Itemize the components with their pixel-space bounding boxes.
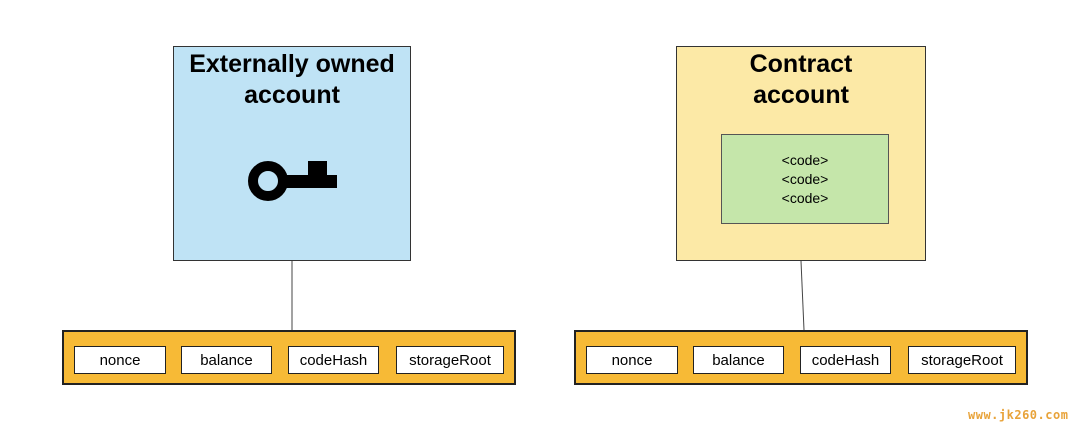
field-storageroot: storageRoot	[908, 346, 1016, 374]
field-codehash: codeHash	[800, 346, 891, 374]
contract-box: Contract account <code> <code> <code>	[676, 46, 926, 261]
contract-connector	[800, 260, 805, 331]
key-icon	[248, 161, 337, 201]
eoa-fields-bar: nonce balance codeHash storageRoot	[62, 330, 516, 385]
field-balance: balance	[181, 346, 272, 374]
field-nonce: nonce	[586, 346, 678, 374]
code-line: <code>	[781, 151, 829, 168]
field-storageroot: storageRoot	[396, 346, 504, 374]
eoa-box: Externally owned account	[173, 46, 411, 261]
field-codehash: codeHash	[288, 346, 379, 374]
eoa-title: Externally owned account	[189, 50, 395, 109]
code-box: <code> <code> <code>	[721, 134, 889, 224]
watermark: www.jk260.com	[968, 408, 1069, 422]
contract-fields-bar: nonce balance codeHash storageRoot	[574, 330, 1028, 385]
contract-title: Contract account	[749, 50, 853, 109]
field-nonce: nonce	[74, 346, 166, 374]
field-balance: balance	[693, 346, 784, 374]
code-line: <code>	[781, 189, 829, 206]
code-line: <code>	[781, 170, 829, 187]
